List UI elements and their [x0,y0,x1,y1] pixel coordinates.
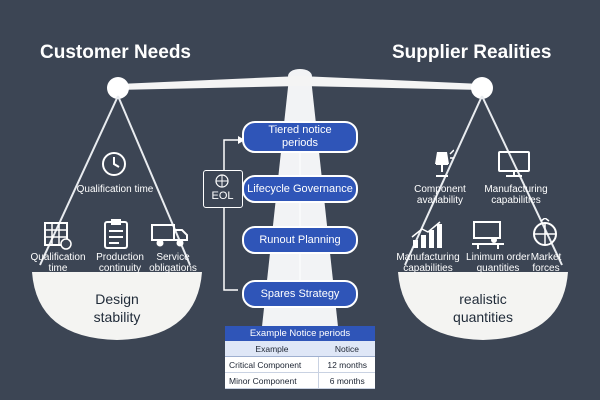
step-tiered-notice: Tiered notice periods [242,121,358,153]
lamp-icon [430,148,455,185]
beam-end-right [471,77,493,99]
bar-chart-icon [410,220,444,255]
table-row: Critical Component 12 months [225,356,375,373]
clipboard-icon [103,218,129,255]
pan-right-text: realistic quantities [453,291,513,325]
pan-left-text: Design stability [93,291,141,325]
left-item-label: Production continuity [96,252,144,274]
table-header: Example [225,341,319,357]
cycle-bracket [223,139,238,291]
notice-table: Example Notice periods Example Notice Cr… [225,326,375,389]
eol-badge: EOL [203,170,243,208]
title-supplier-realities: Supplier Realities [392,42,552,63]
step-lifecycle-governance: Lifecycle Governance [242,175,358,203]
title-customer-needs: Customer Needs [40,42,191,63]
right-top-item-label: Component availability [414,184,466,206]
string-right-outer [481,95,563,266]
step-spares-strategy: Spares Strategy [242,280,358,308]
truck-icon [150,222,190,253]
right-item-label: Market forces [530,252,562,274]
building-icon [42,220,72,255]
desk-icon [470,220,506,255]
globe-icon [530,217,560,253]
table-cell: 12 months [318,356,375,373]
globe-small-icon [213,174,231,193]
eol-label: EOL [211,190,234,202]
scale-beam [118,76,482,90]
right-item-label: Manufacturing capabilities [396,252,460,274]
table-cell: 6 months [318,372,375,389]
table-cell: Minor Component [225,372,319,389]
bracket-arrow-head [238,136,245,144]
qualification-time-label: Qualification time [76,184,154,195]
beam-end-left [107,77,129,99]
step-runout-planning: Runout Planning [242,226,358,254]
table-header: Notice [318,341,375,357]
right-item-label: Linimum order quantities [466,252,530,274]
pan-right [398,272,568,340]
table-cell: Critical Component [225,356,319,373]
table-row: Minor Component 6 months [225,372,375,389]
monitor-icon [497,150,531,183]
string-right-inner [404,95,483,266]
clock-icon [100,150,128,183]
left-item-label: Service obligations [149,252,197,274]
notice-table-title: Example Notice periods [225,326,375,341]
string-left-inner [117,95,191,266]
pan-left [32,272,202,340]
left-item-label: Qualification time [30,252,86,274]
right-top-item-label: Manufacturing capabilities [484,184,548,206]
